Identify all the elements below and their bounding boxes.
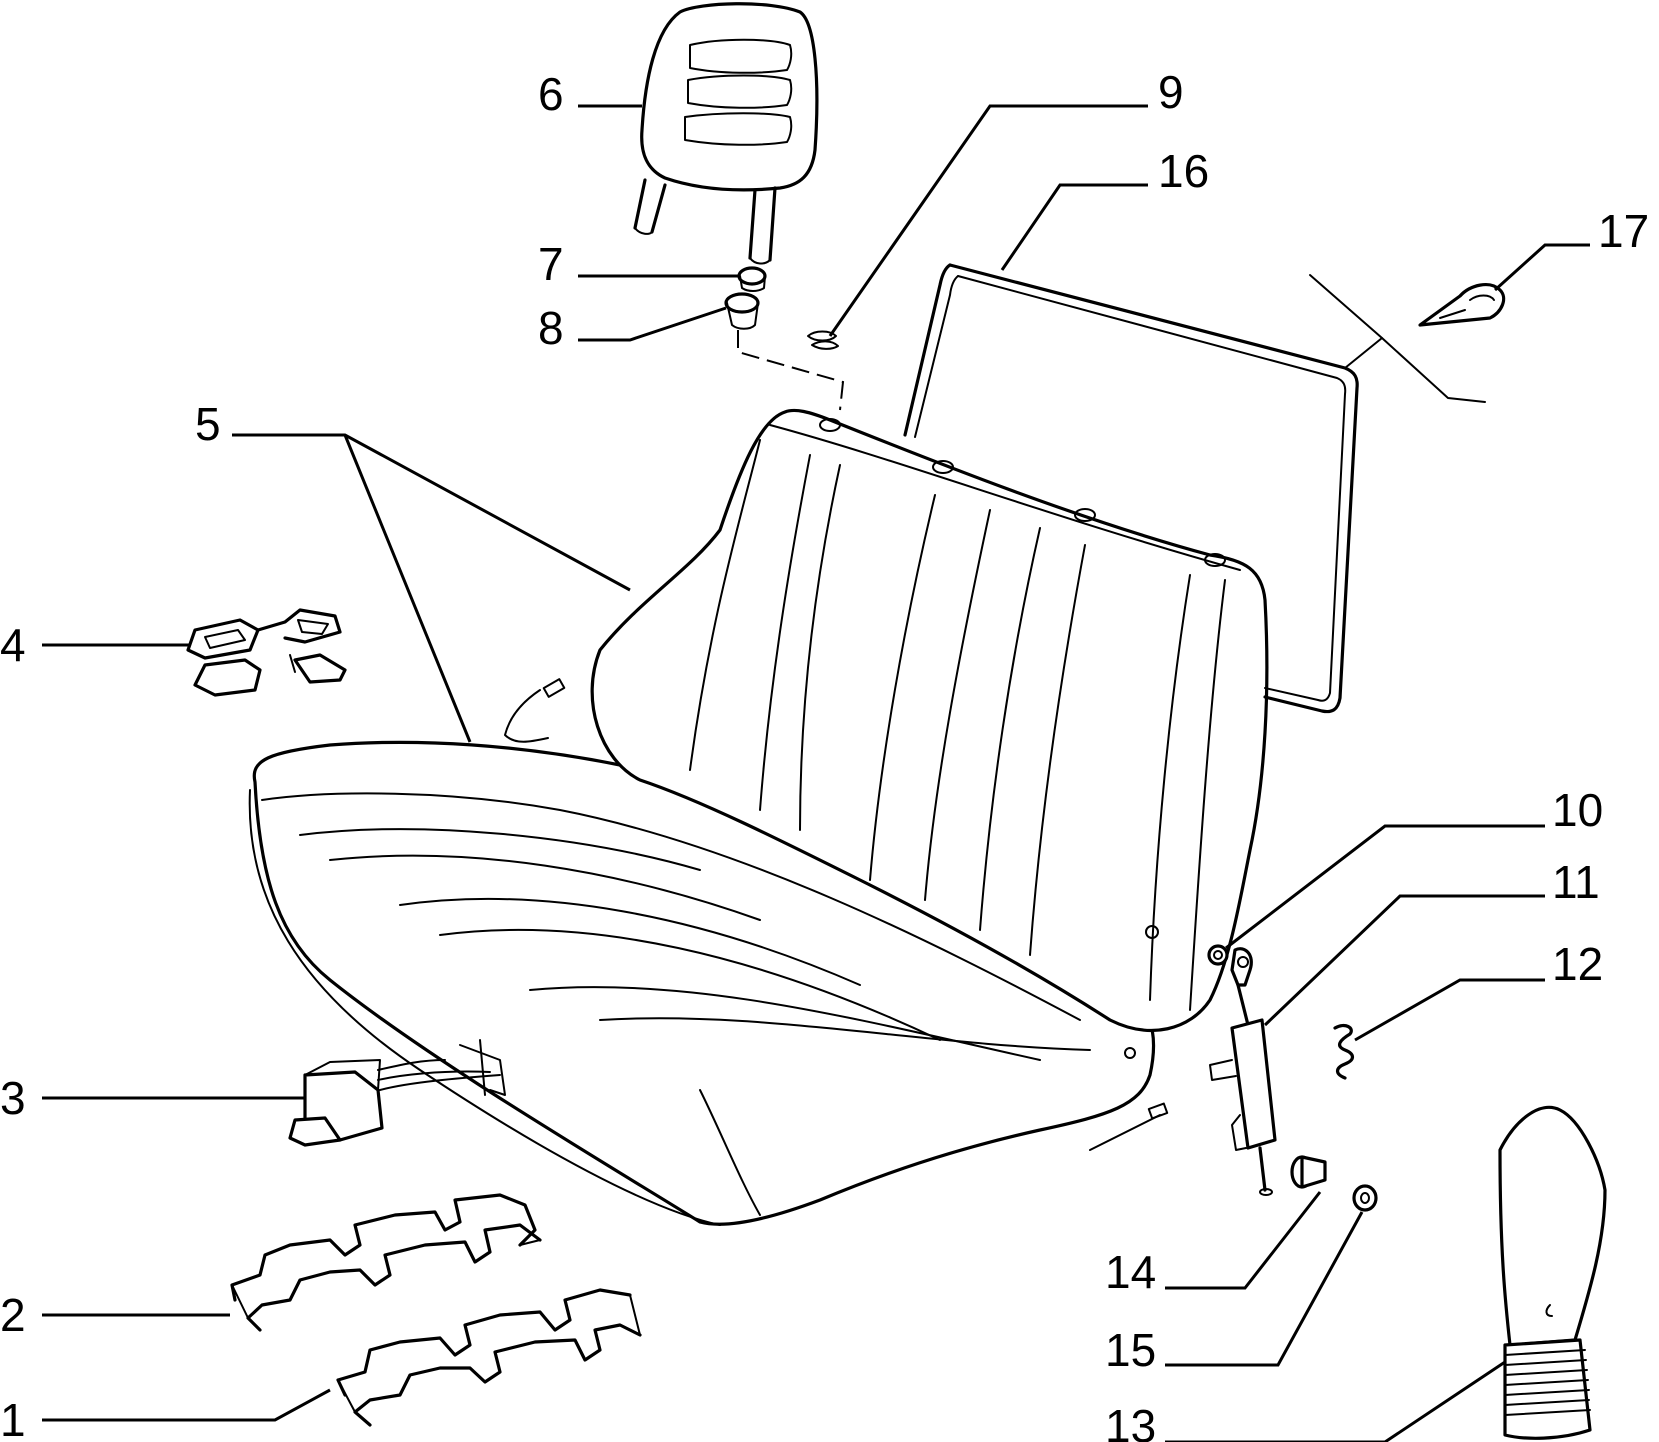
callout-12: 12 [1552, 938, 1603, 990]
leader-1 [42, 1388, 331, 1422]
callout-10: 10 [1552, 784, 1603, 836]
fastener-17 [1418, 283, 1506, 327]
leader-16 [1000, 183, 1148, 271]
callout-1: 1 [0, 1394, 26, 1442]
leader-9 [828, 104, 1148, 337]
washer-15 [1352, 1184, 1378, 1212]
spring-12 [1333, 1023, 1355, 1080]
pin-14 [1290, 1155, 1327, 1189]
seat-cushion [248, 740, 1156, 1226]
rear-panel-16 [903, 263, 1359, 714]
leader-lines [42, 104, 1590, 1442]
callout-3: 3 [0, 1072, 26, 1124]
callout-6: 6 [538, 68, 564, 120]
handle-13 [1498, 1105, 1607, 1440]
leader-15 [1165, 1211, 1364, 1367]
clip-10 [1207, 944, 1229, 966]
callout-15: 15 [1105, 1324, 1156, 1376]
spring-2 [230, 1193, 542, 1332]
clip-9 [807, 330, 839, 350]
callout-labels: 1 2 3 4 5 6 7 8 9 10 11 12 13 14 15 16 1… [0, 66, 1649, 1442]
leader-5a [232, 433, 631, 592]
spring-1 [336, 1288, 642, 1427]
leader-12 [1354, 978, 1545, 1042]
leader-11 [1263, 894, 1545, 1027]
callout-4: 4 [0, 619, 26, 671]
callout-17: 17 [1598, 205, 1649, 257]
callout-2: 2 [0, 1289, 26, 1341]
leader-8 [578, 306, 727, 342]
callout-8: 8 [538, 302, 564, 354]
callout-5: 5 [195, 398, 221, 450]
callout-9: 9 [1158, 66, 1184, 118]
callout-13: 13 [1105, 1400, 1156, 1442]
seat-backrest [504, 408, 1269, 1151]
switch-3 [288, 1039, 506, 1147]
leader-13 [1165, 1360, 1506, 1442]
part-4 [186, 608, 347, 697]
leader-14 [1165, 1191, 1322, 1290]
leader-17 [1493, 243, 1590, 292]
headrest-guide-7 [737, 266, 767, 292]
callout-11: 11 [1552, 856, 1600, 908]
callout-7: 7 [538, 238, 564, 290]
headrest [633, 2, 819, 265]
callout-16: 16 [1158, 145, 1209, 197]
reference-line [1309, 274, 1383, 369]
reference-line [1381, 337, 1486, 403]
leader-5b [343, 434, 472, 743]
headrest-guide-8 [724, 292, 845, 411]
callout-14: 14 [1105, 1246, 1156, 1298]
leader-10 [1225, 824, 1545, 950]
gas-strut-11 [1209, 947, 1277, 1196]
